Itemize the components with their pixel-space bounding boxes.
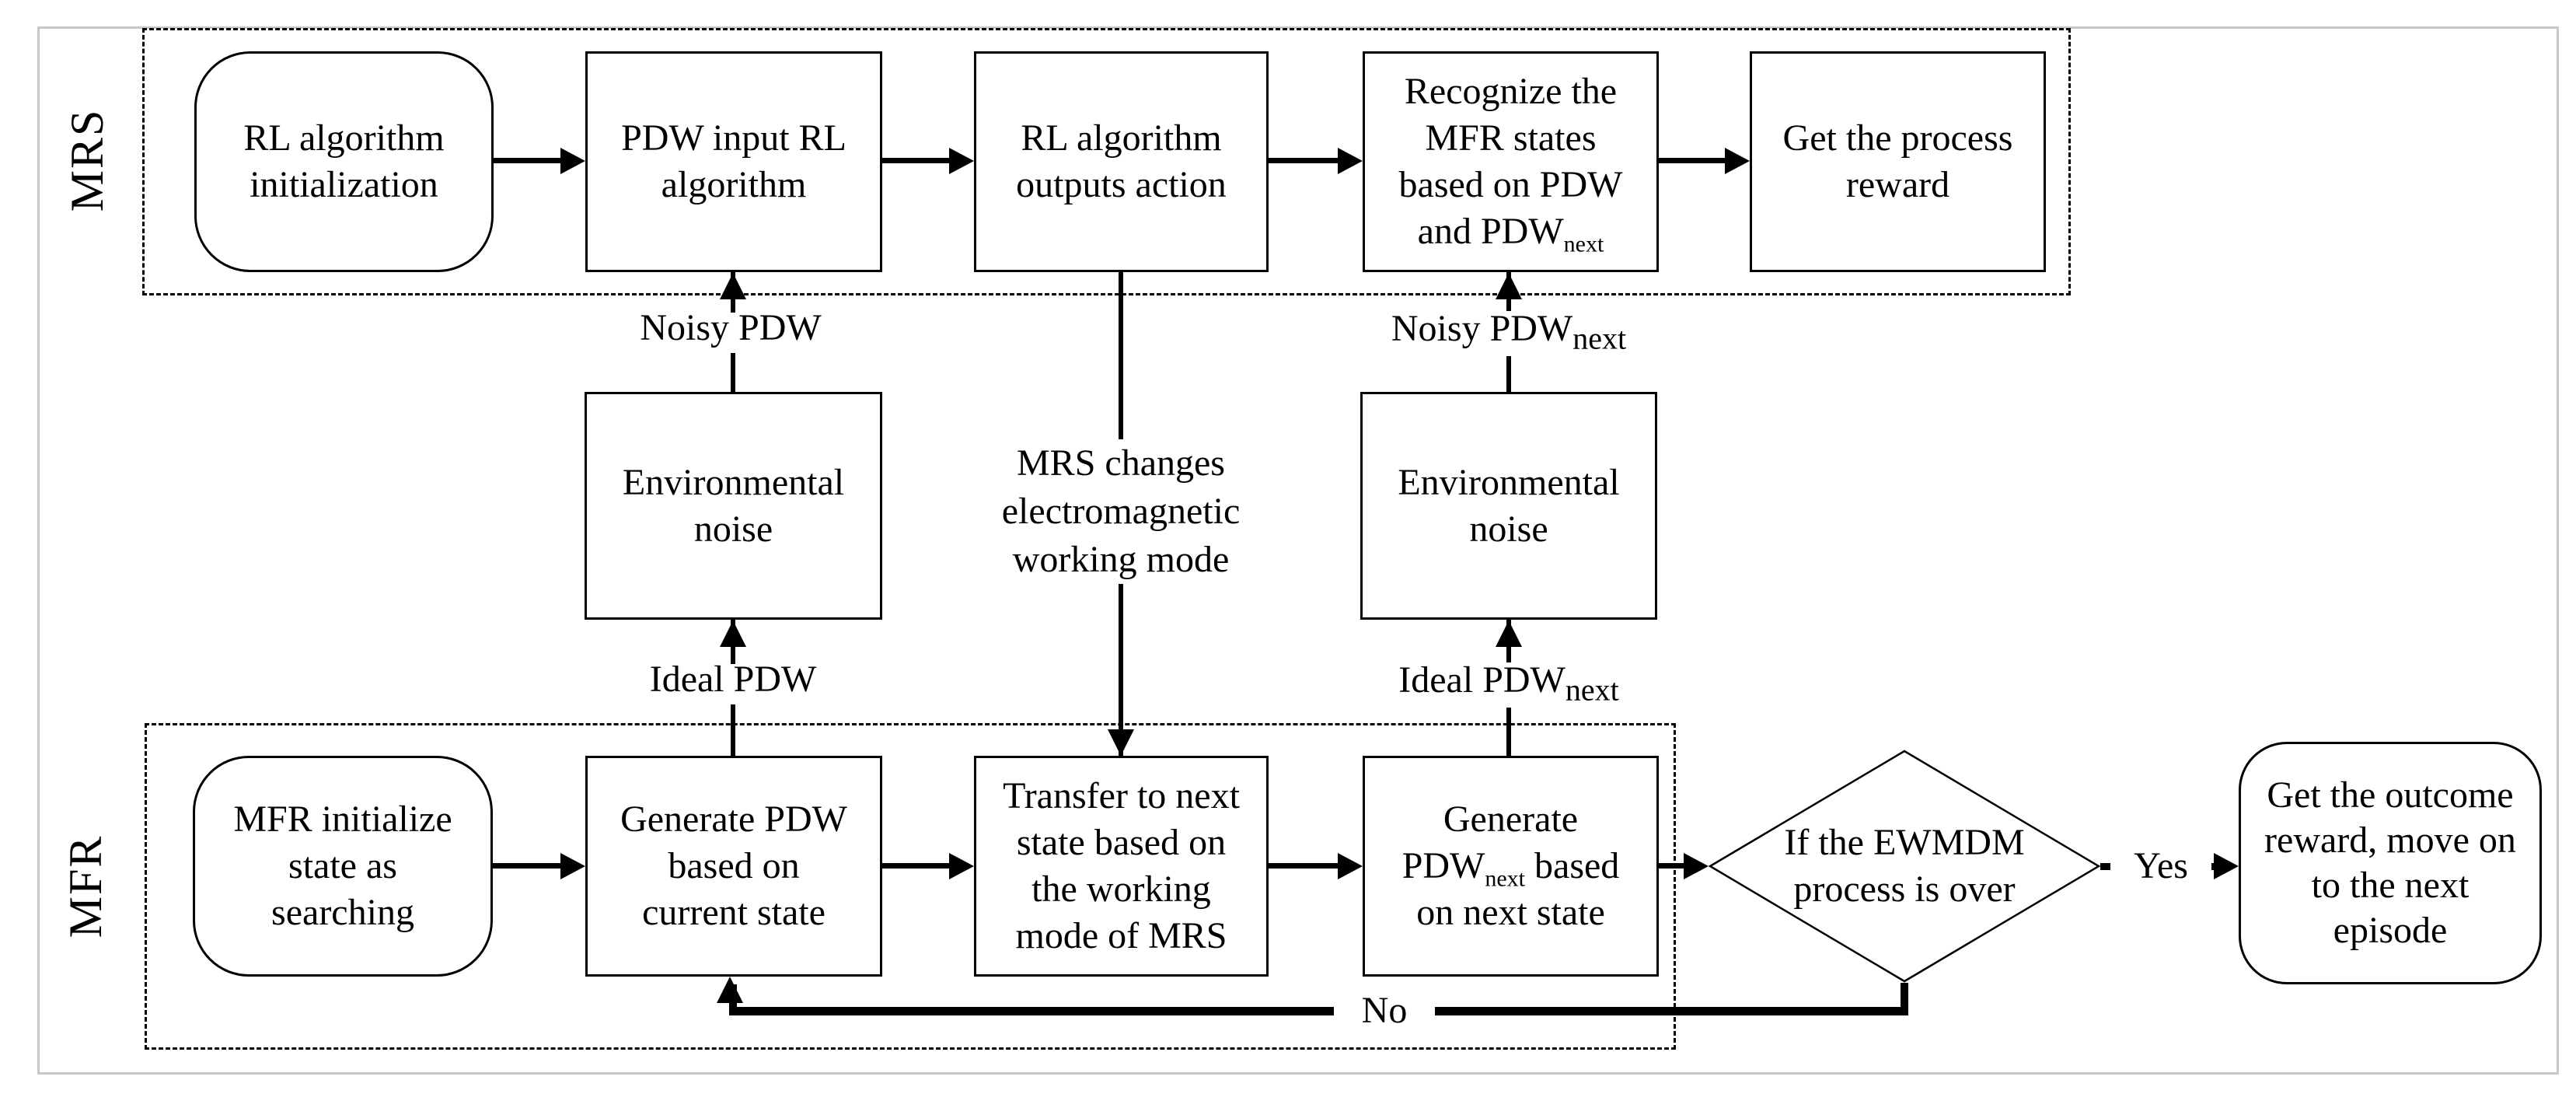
box-recognize-mfr-states: Recognize the MFR states based on PDW an… xyxy=(1363,51,1659,272)
box-label: Environmental noise xyxy=(622,461,845,550)
box-label: Get the outcome reward, move on to the n… xyxy=(2264,774,2516,951)
box-transfer-next-state: Transfer to next state based on the work… xyxy=(974,756,1269,977)
box-mfr-initialize-state: MFR initialize state as searching xyxy=(193,756,493,977)
arrowhead-up xyxy=(1496,620,1522,647)
box-get-outcome-reward: Get the outcome reward, move on to the n… xyxy=(2239,742,2542,984)
box-label: Generate PDWnext based on next state xyxy=(1401,799,1620,933)
mrs-region xyxy=(142,28,2071,295)
box-environmental-noise-right: Environmental noise xyxy=(1360,392,1657,620)
mfr-region xyxy=(145,723,1676,1050)
arrowhead-right xyxy=(1725,148,1750,174)
label-mrs-changes-mode: MRS changes electromagnetic working mode xyxy=(964,439,1278,584)
box-rl-algorithm-initialization: RL algorithm initialization xyxy=(194,51,494,272)
arrowhead-up xyxy=(1496,273,1522,299)
decision-diamond xyxy=(1709,750,2100,983)
box-label: RL algorithm initialization xyxy=(243,117,445,205)
mfr-section-label: MFR xyxy=(59,834,111,938)
arrowhead-down xyxy=(1108,729,1134,756)
connector-line xyxy=(882,158,952,163)
arrowhead-up xyxy=(720,620,746,647)
connector-line xyxy=(882,863,952,869)
box-label: MFR initialize state as searching xyxy=(233,799,452,933)
arrowhead-right xyxy=(949,148,974,174)
box-pdw-input-rl-algorithm: PDW input RL algorithm xyxy=(585,51,882,272)
arrowhead-right xyxy=(1684,853,1709,879)
figure-frame xyxy=(37,26,2559,1075)
arrowhead-right xyxy=(2214,853,2239,879)
box-label: RL algorithm outputs action xyxy=(1016,117,1227,205)
box-generate-pdw-next: Generate PDWnext based on next state xyxy=(1363,756,1659,977)
label-noisy-pdw-next: Noisy PDWnext xyxy=(1360,308,1657,356)
arrowhead-up xyxy=(720,273,746,299)
connector-line xyxy=(1659,863,1687,869)
box-generate-pdw: Generate PDW based on current state xyxy=(585,756,882,977)
box-label: PDW input RL algorithm xyxy=(621,117,846,205)
connector-line xyxy=(494,158,564,163)
arrowhead-up xyxy=(717,977,743,1003)
connector-line xyxy=(493,863,564,869)
connector-line xyxy=(1269,158,1341,163)
box-label: Transfer to next state based on the work… xyxy=(1003,775,1240,956)
label-no: No xyxy=(1334,988,1435,1033)
box-rl-algorithm-outputs-action: RL algorithm outputs action xyxy=(974,51,1269,272)
mrs-section-label: MRS xyxy=(61,108,113,212)
connector-line xyxy=(1659,158,1728,163)
label-yes: Yes xyxy=(2110,844,2211,888)
box-label: Environmental noise xyxy=(1398,461,1620,550)
box-label: Get the process reward xyxy=(1782,117,2013,205)
box-label: Recognize the MFR states based on PDW an… xyxy=(1398,71,1623,257)
box-get-process-reward: Get the process reward xyxy=(1750,51,2046,272)
arrowhead-right xyxy=(560,148,585,174)
label-ideal-pdw-next: Ideal PDWnext xyxy=(1368,659,1649,708)
decision-diamond-label: If the EWMDM process is over xyxy=(1784,822,2025,910)
arrowhead-right xyxy=(560,853,585,879)
box-environmental-noise-left: Environmental noise xyxy=(585,392,882,620)
arrowhead-right xyxy=(1338,853,1363,879)
connector-line xyxy=(729,1007,1908,1015)
connector-line xyxy=(1901,983,1908,1015)
arrowhead-right xyxy=(949,853,974,879)
box-label: Generate PDW based on current state xyxy=(620,799,847,933)
label-noisy-pdw: Noisy PDW xyxy=(599,307,863,353)
connector-line xyxy=(1269,863,1341,869)
arrowhead-right xyxy=(1338,148,1363,174)
label-ideal-pdw: Ideal PDW xyxy=(606,659,860,704)
